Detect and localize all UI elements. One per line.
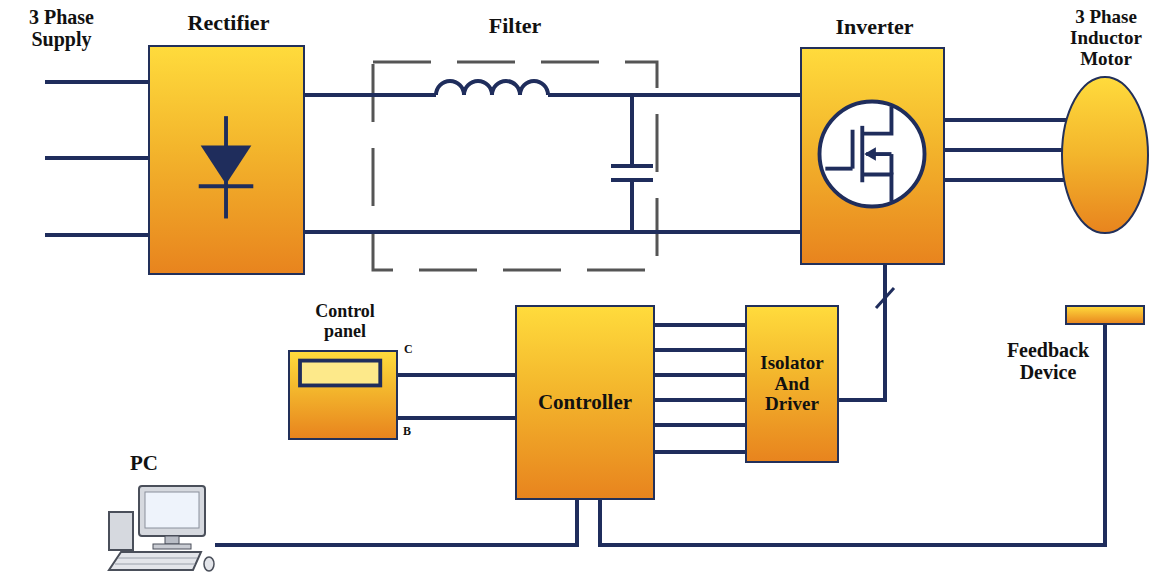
wire-connector [398, 375, 515, 418]
wire [839, 265, 885, 400]
wire [655, 423, 745, 427]
node-heading: Control panel [305, 302, 385, 342]
node-heading: Feedback Device [998, 339, 1098, 383]
screen [145, 492, 199, 528]
filter-circuit [373, 81, 657, 232]
terminal-label: C [404, 343, 420, 356]
control-panel-box: Control panel [288, 350, 398, 440]
key-row [115, 564, 195, 565]
motor-circle: 3 Phase Inductor Motor [1060, 75, 1150, 235]
wire [945, 178, 1064, 182]
wire [655, 398, 745, 402]
wire [630, 95, 634, 166]
box-label: Isolator And Driver [747, 307, 837, 461]
supply-line [45, 80, 148, 84]
wire [373, 230, 657, 234]
feedback-device: Feedback Device [1065, 305, 1145, 325]
motor-body [1062, 77, 1148, 233]
wire-connector [305, 95, 373, 232]
feedback-body [1066, 306, 1144, 324]
wire [945, 148, 1062, 152]
drain [862, 106, 891, 133]
mosfet-glyph [825, 106, 891, 201]
diode-symbol [150, 47, 303, 273]
isolator-driver-box: Isolator And Driver [745, 305, 839, 463]
wire [945, 118, 1067, 122]
tower [109, 512, 133, 550]
wire-connector [600, 325, 1105, 545]
node-heading: Filter [455, 14, 575, 38]
node-heading: Rectifier [140, 11, 317, 35]
inductor-symbol [436, 81, 548, 95]
source [862, 174, 891, 201]
supply-line [45, 233, 148, 237]
panel-display [290, 352, 396, 438]
wire-connector [657, 95, 800, 232]
supply-lines [45, 82, 148, 235]
node-heading: 3 Phase Inductor Motor [1058, 7, 1154, 70]
pc-node: PC [105, 482, 215, 574]
wire [657, 230, 800, 234]
wire [655, 450, 745, 454]
wire [373, 93, 436, 97]
computer-icon [105, 482, 215, 574]
feedback-bar [1065, 305, 1145, 325]
wire [655, 348, 745, 352]
body-tie [890, 154, 894, 174]
wire [630, 180, 634, 232]
keyboard [109, 552, 201, 570]
wire [600, 325, 1105, 545]
filter-outline [373, 62, 657, 270]
wire-connector [945, 120, 1067, 180]
key-row [118, 558, 197, 559]
rectifier-box: Rectifier [148, 45, 305, 275]
terminal-label: B [403, 425, 419, 438]
wire [215, 500, 577, 545]
wire [398, 373, 515, 377]
body-arrow [864, 147, 876, 161]
diode-triangle [201, 145, 252, 184]
filter-box: Filter [373, 62, 657, 270]
wire [398, 416, 515, 420]
mouse [204, 557, 214, 571]
supply-label: 3 Phase Supply [4, 6, 119, 50]
wire [655, 373, 745, 377]
wire [548, 93, 657, 97]
gate-lead [825, 167, 852, 171]
controller-box: Controller [515, 305, 655, 500]
node-heading: Inverter [802, 15, 947, 39]
box-label: Controller [517, 307, 653, 498]
wire [305, 230, 373, 234]
diode-bar [199, 184, 254, 188]
panel-screen [300, 361, 380, 386]
inverter-box: Inverter [800, 47, 945, 265]
wire [305, 93, 373, 97]
monitor-neck [165, 536, 179, 544]
wire-connector [215, 500, 577, 545]
wire [657, 93, 800, 97]
node-heading: PC [119, 452, 169, 475]
wire [655, 323, 745, 327]
gate-plate [851, 130, 855, 169]
mosfet-ring [820, 102, 925, 207]
supply-line [45, 156, 148, 160]
monitor-base [153, 544, 191, 549]
keys [115, 558, 197, 564]
mosfet-symbol [802, 49, 943, 263]
wire-connector [839, 265, 885, 400]
connector-layer [215, 95, 1105, 545]
wire-connector [655, 325, 745, 452]
motor-symbol [1060, 75, 1150, 235]
capacitor-plate [611, 164, 653, 168]
monitor [139, 486, 205, 536]
